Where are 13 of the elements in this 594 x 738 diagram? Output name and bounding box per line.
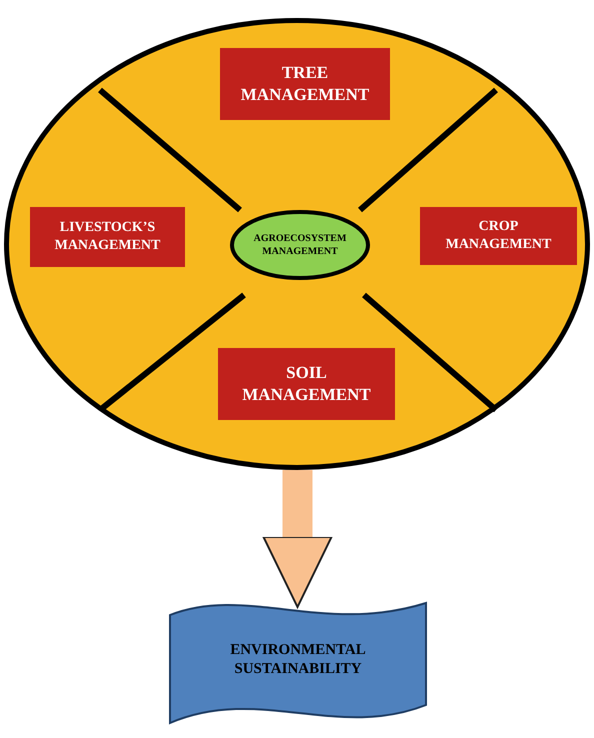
management-box — [420, 207, 577, 265]
box-label: LIVESTOCK’S MANAGEMENT — [54, 218, 162, 255]
management-box — [218, 348, 395, 420]
block-arrow — [262, 470, 332, 608]
center-label: AGROECOSYSTEM MANAGEMENT — [252, 232, 348, 258]
box-label: CROP MANAGEMENT — [444, 218, 552, 254]
box-label: TREE MANAGEMENT — [240, 62, 370, 106]
box-label: SOIL MANAGEMENT — [241, 362, 372, 406]
banner-label: ENVIRONMENTAL SUSTAINABILITY — [229, 640, 367, 679]
management-box — [220, 48, 390, 120]
ellipse-shape — [230, 210, 370, 280]
management-box — [30, 207, 185, 267]
banner-shape — [169, 602, 427, 724]
